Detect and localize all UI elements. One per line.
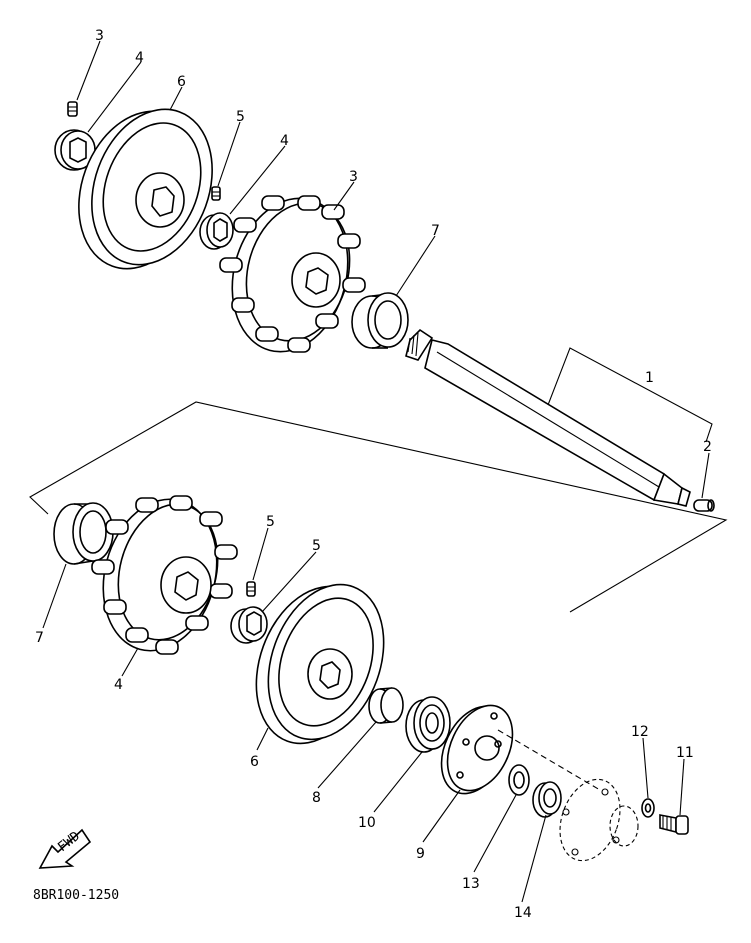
callout-5: 5 (236, 109, 245, 125)
callout-5: 5 (266, 514, 275, 530)
part-4-hex-collar-bottom (230, 606, 268, 644)
part-3-drive-sprocket-top (219, 195, 366, 353)
part-11-bolt (659, 814, 689, 835)
drawing-code: 8BR100-1250 (33, 888, 119, 903)
callout-1: 1 (645, 370, 654, 386)
callout-3: 4 (114, 677, 123, 693)
callout-6: 6 (250, 754, 259, 770)
part-6-idler-wheel-top (78, 108, 213, 270)
part-2-end-pin (693, 499, 715, 512)
callout-12: 12 (631, 724, 649, 740)
callout-4: 4 (280, 133, 289, 149)
callout-labels: 3 4 6 5 4 3 7 1 2 5 5 7 4 6 8 10 9 13 14… (35, 28, 712, 921)
callout-4: 5 (312, 538, 321, 554)
part-6-idler-wheel-bottom (255, 583, 385, 745)
part-5-set-screw-middle (211, 186, 221, 201)
part-9-bearing-housing (440, 704, 514, 795)
part-4-hex-collar-top (54, 129, 96, 171)
callout-3: 3 (349, 169, 358, 185)
part-7-bushing-top (351, 292, 409, 349)
callout-14: 14 (514, 905, 532, 921)
callout-10: 10 (358, 815, 376, 831)
part-8-spacer (368, 687, 404, 724)
callout-7: 7 (35, 630, 44, 646)
callout-13: 13 (462, 876, 480, 892)
part-10-bearing (405, 696, 451, 753)
callout-8: 8 (312, 790, 321, 806)
part-4-hex-collar-middle (199, 212, 234, 250)
part-12-lock-washer (641, 798, 655, 818)
callout-4: 4 (135, 50, 144, 66)
part-13-washer (508, 764, 530, 796)
part-14-nut (532, 781, 562, 818)
callout-6: 6 (177, 74, 186, 90)
bracket-shaft (547, 347, 713, 443)
part-1-drive-shaft (405, 328, 691, 507)
callout-9: 9 (416, 846, 425, 862)
callout-2: 2 (703, 439, 712, 455)
callout-11: 11 (676, 745, 694, 761)
part-3-drive-sprocket-bottom (91, 495, 238, 655)
part-5-set-screw-top (67, 101, 78, 117)
subassembly-boundary (29, 401, 728, 613)
part-5-set-screw-bottom (246, 581, 256, 597)
fwd-arrow-icon: FWD (38, 829, 92, 869)
callout-7: 7 (431, 223, 440, 239)
leader-lines (42, 40, 710, 903)
mounting-hub (559, 778, 639, 862)
callout-5: 3 (95, 28, 104, 44)
part-7-bushing-bottom (53, 502, 114, 565)
